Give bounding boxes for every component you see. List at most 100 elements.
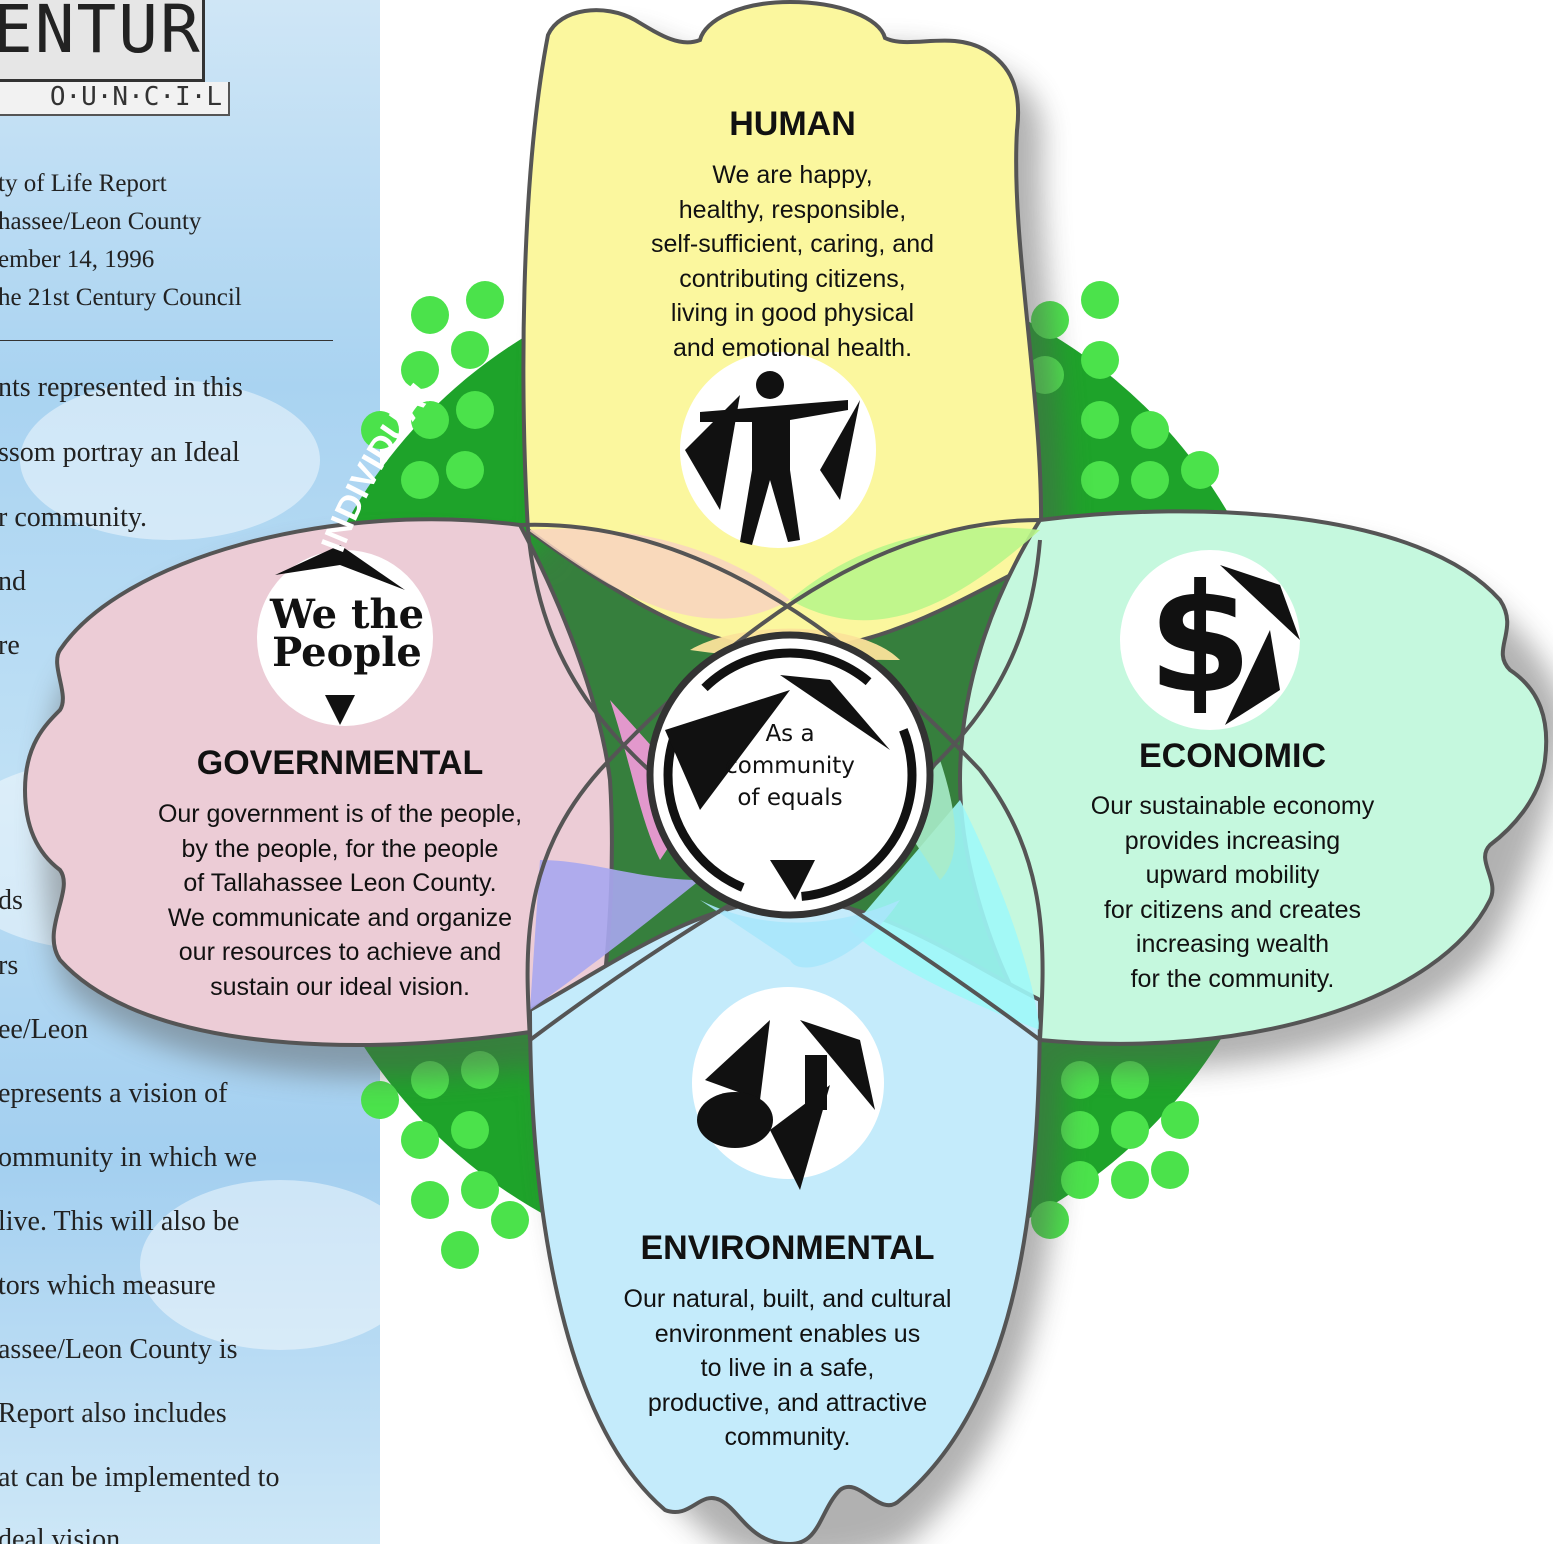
ring-dot <box>1081 401 1119 439</box>
center-text-line: of equals <box>737 785 843 811</box>
report-title: ty of Life Report <box>0 170 167 197</box>
body-line: deal vision <box>0 1524 121 1544</box>
ring-dot <box>1181 451 1219 489</box>
ring-dot <box>456 391 494 429</box>
ring-dot <box>1111 1061 1149 1099</box>
ring-dot <box>451 331 489 369</box>
desc-line: healthy, responsible, <box>678 195 907 224</box>
ring-dot <box>1131 461 1169 499</box>
body-line: Report also includes <box>0 1398 227 1429</box>
desc-line: contributing citizens, <box>679 264 906 293</box>
body-line: ds <box>0 885 23 916</box>
ring-dot <box>491 1201 529 1239</box>
ring-dot <box>1061 1061 1099 1099</box>
human-title: HUMAN <box>729 105 856 143</box>
ring-dot <box>1151 1151 1189 1189</box>
we-the-people-text: We the People <box>262 591 432 676</box>
ring-dot <box>411 1181 449 1219</box>
desc-line: upward mobility <box>1145 861 1320 889</box>
body-line: r community. <box>0 502 148 533</box>
body-line: ee/Leon <box>0 1014 89 1045</box>
desc-line: for citizens and creates <box>1103 895 1362 924</box>
ring-dot <box>1111 1161 1149 1199</box>
desc-line: of Tallahassee Leon County. <box>183 869 497 897</box>
body-line: nd <box>0 566 26 597</box>
logo-council: O·U·N·C·I·L <box>0 82 230 116</box>
center-emblem <box>646 631 934 919</box>
ring-dot <box>361 411 399 449</box>
desc-line: Our natural, built, and cultural <box>623 1285 952 1313</box>
desc-line: living in good physical <box>670 299 915 327</box>
petal-human <box>521 0 1044 653</box>
center-text: As a community of equals <box>695 718 885 814</box>
desc-line: Our sustainable economy <box>1090 792 1375 820</box>
ring-dot <box>401 461 439 499</box>
economic-title: ECONOMIC <box>1139 737 1326 775</box>
body-line: epresents a vision of <box>0 1078 228 1109</box>
ring-dot <box>1081 461 1119 499</box>
ring-dot <box>1081 281 1119 319</box>
ring-dot <box>461 1171 499 1209</box>
desc-line: Our government is of the people, <box>157 800 523 828</box>
desc-line: We are happy, <box>712 161 873 189</box>
desc-line: self-sufficient, caring, and <box>650 230 935 258</box>
environmental-description: Our natural, built, and cultural environ… <box>585 1282 990 1455</box>
human-description: We are happy, healthy, responsible, self… <box>580 158 1005 365</box>
economic-description: Our sustainable economy provides increas… <box>1040 789 1425 996</box>
ring-dot <box>411 296 449 334</box>
body-line: assee/Leon County is <box>0 1334 238 1365</box>
divider <box>0 340 333 341</box>
desc-line: by the people, for the people <box>181 834 499 863</box>
body-line: tors which measure <box>0 1270 216 1301</box>
desc-line: environment enables us <box>654 1319 921 1348</box>
body-line: at can be implemented to <box>0 1462 280 1493</box>
petal-governmental <box>22 517 614 1047</box>
governmental-title: GOVERNMENTAL <box>196 744 484 782</box>
ring-dot <box>411 401 449 439</box>
ring-dot <box>401 1121 439 1159</box>
ring-dot <box>446 451 484 489</box>
desc-line: increasing wealth <box>1135 930 1330 958</box>
ring-dot <box>401 351 439 389</box>
dollar-icon <box>1120 550 1300 730</box>
report-date: ember 14, 1996 <box>0 246 155 273</box>
icon-text-line: People <box>272 629 422 676</box>
logo-wordmark: ENTURY <box>0 0 205 82</box>
icon-text-line: We the <box>269 591 425 638</box>
desc-line: community. <box>724 1423 851 1451</box>
body-line: re <box>0 630 20 661</box>
desc-line: productive, and attractive <box>647 1388 928 1417</box>
desc-line: sustain our ideal vision. <box>210 972 470 1001</box>
desc-line: We communicate and organize <box>167 903 513 932</box>
report-location: hassee/Leon County <box>0 208 202 235</box>
logo: ENTURY O·U·N·C·I·L <box>0 0 245 122</box>
overlap-regions <box>528 527 1040 1030</box>
center-text-line: community <box>725 753 855 779</box>
desc-line: our resources to achieve and <box>178 938 502 966</box>
ring-dots <box>361 281 1219 1269</box>
governmental-description: Our government is of the people, by the … <box>100 797 580 1004</box>
ring-dot <box>1061 1111 1099 1149</box>
center-text-line: As a <box>765 721 815 747</box>
ring-dot <box>451 1111 489 1149</box>
body-line: rs <box>0 950 19 981</box>
ring-dot <box>1111 1111 1149 1149</box>
body-line: live. This will also be <box>0 1206 240 1237</box>
body-line: ommunity in which we <box>0 1142 257 1173</box>
we-the-people-icon <box>257 545 433 726</box>
desc-line: and emotional health. <box>672 333 913 362</box>
ring-dot <box>1161 1101 1199 1139</box>
ring-dot <box>1061 1161 1099 1199</box>
dollar-sign: $ <box>1147 553 1253 727</box>
environment-icon <box>692 987 884 1190</box>
ring-dot <box>466 281 504 319</box>
desc-line: to live in a safe, <box>700 1354 875 1382</box>
environmental-title: ENVIRONMENTAL <box>640 1229 935 1267</box>
ring-dot <box>1081 341 1119 379</box>
report-author: he 21st Century Council <box>0 284 242 311</box>
body-line: nts represented in this <box>0 372 243 403</box>
human-icon <box>680 352 876 548</box>
desc-line: provides increasing <box>1124 826 1341 855</box>
ring-dot <box>441 1231 479 1269</box>
